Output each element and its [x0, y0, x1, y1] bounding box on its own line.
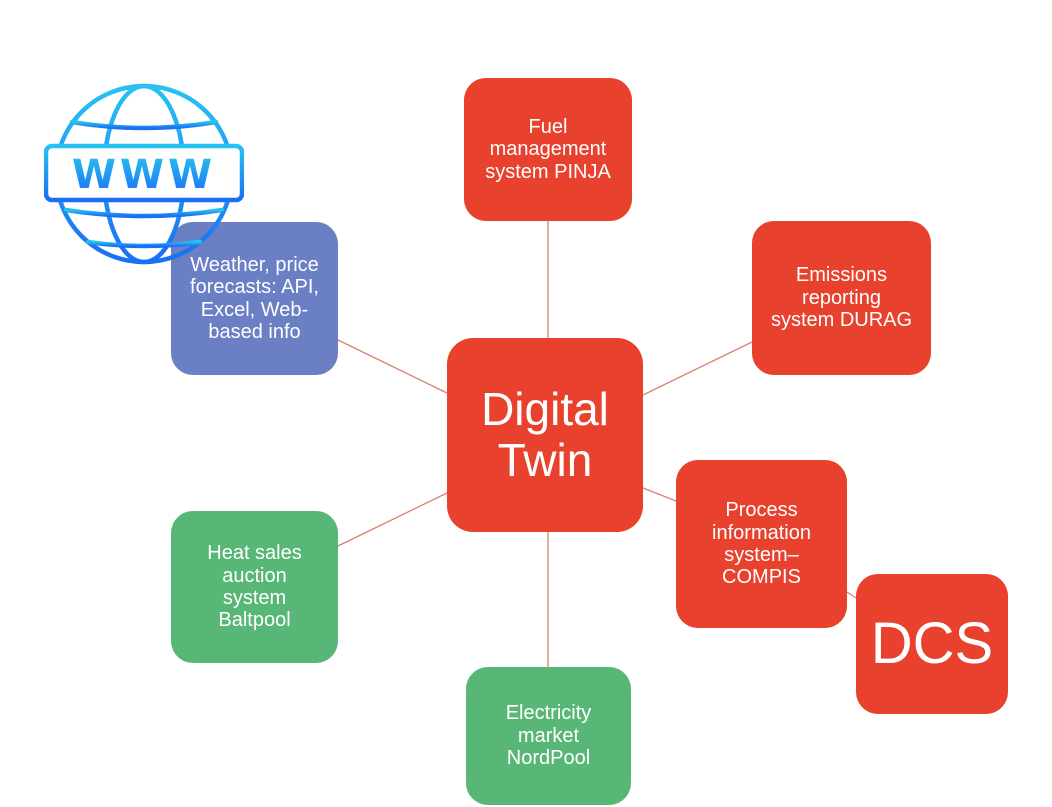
- fuel-management-label: Fuel management system PINJA: [485, 115, 611, 183]
- dcs-label: DCS: [870, 610, 994, 676]
- process-information-node: Process information system– COMPIS: [676, 460, 847, 628]
- connector-weather: [337, 339, 448, 394]
- weather-forecasts-label: Weather, price forecasts: API, Excel, We…: [190, 253, 319, 343]
- process-information-label: Process information system– COMPIS: [712, 499, 811, 589]
- weather-forecasts-node: Weather, price forecasts: API, Excel, We…: [171, 222, 338, 375]
- www-icon-text: WWW: [72, 152, 216, 198]
- www-globe-icon: WWW: [44, 83, 244, 265]
- heat-sales-node: Heat sales auction system Baltpool: [171, 511, 338, 663]
- dcs-node: DCS: [856, 574, 1008, 714]
- electricity-market-node: Electricity market NordPool: [466, 667, 631, 805]
- connector-heat-sales: [337, 492, 448, 547]
- digital-twin-label: Digital Twin: [481, 383, 609, 486]
- emissions-reporting-label: Emissions reporting system DURAG: [770, 264, 913, 332]
- electricity-market-label: Electricity market NordPool: [505, 702, 592, 770]
- connector-process: [642, 487, 677, 502]
- digital-twin-node: Digital Twin: [447, 338, 643, 532]
- heat-sales-label: Heat sales auction system Baltpool: [207, 542, 302, 632]
- emissions-reporting-node: Emissions reporting system DURAG: [752, 221, 931, 375]
- fuel-management-node: Fuel management system PINJA: [464, 78, 632, 221]
- connector-emissions: [642, 341, 753, 396]
- connector-dcs: [846, 591, 857, 599]
